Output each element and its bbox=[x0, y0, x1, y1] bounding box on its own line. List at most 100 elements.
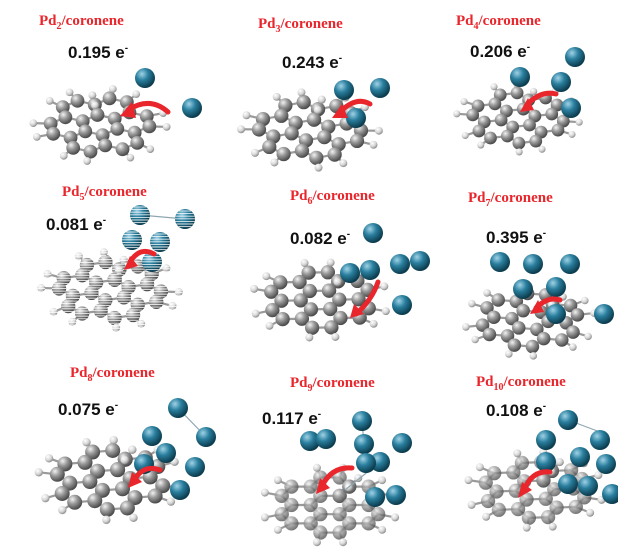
palladium-atom bbox=[410, 251, 430, 271]
carbon-atom bbox=[564, 463, 579, 478]
charge-label: 0.117 e- bbox=[262, 409, 321, 428]
carbon-atom bbox=[58, 110, 73, 125]
carbon-atom bbox=[494, 113, 508, 127]
charge-label: 0.082 e- bbox=[290, 229, 350, 248]
carbon-atom bbox=[568, 499, 583, 514]
hydrogen-atom bbox=[482, 512, 491, 521]
hydrogen-atom bbox=[45, 96, 54, 105]
carbon-atom bbox=[549, 500, 564, 515]
carbon-atom bbox=[313, 507, 328, 522]
carbon-atom bbox=[510, 501, 526, 517]
carbon-atom bbox=[54, 485, 70, 501]
carbon-atom bbox=[516, 303, 530, 318]
hydrogen-atom bbox=[32, 133, 41, 141]
carbon-atom bbox=[551, 123, 565, 137]
hydrogen-atom bbox=[34, 468, 44, 477]
charge-transfer-arrow bbox=[124, 248, 157, 270]
panel-pd10: Pd10/coronene 0.108 e- bbox=[464, 374, 618, 532]
carbon-atom bbox=[361, 516, 376, 531]
hydrogen-atom bbox=[260, 488, 269, 497]
arrow-head bbox=[530, 300, 544, 314]
palladium-atom bbox=[513, 279, 533, 299]
carbon-atom bbox=[536, 331, 551, 346]
hydrogen-atom bbox=[331, 332, 340, 341]
pd-cluster bbox=[135, 68, 202, 118]
hydrogen-atom bbox=[586, 508, 595, 517]
palladium-atom bbox=[340, 263, 360, 283]
hydrogen-atom bbox=[102, 515, 111, 525]
palladium-atom bbox=[346, 108, 366, 128]
pd-cluster bbox=[334, 78, 390, 128]
panel-pd9: Pd9/coronene 0.117 e- bbox=[260, 375, 412, 547]
carbon-atom bbox=[488, 97, 502, 111]
palladium-atom bbox=[570, 447, 590, 467]
carbon-atom bbox=[293, 293, 308, 308]
arrow-head bbox=[316, 478, 330, 494]
palladium-atom bbox=[300, 431, 320, 451]
charge-transfer-arrow bbox=[128, 465, 163, 488]
panel-title: Pd10/coronene bbox=[476, 374, 566, 393]
panel-title: Pd3/coronene bbox=[258, 16, 343, 35]
hydrogen-atom bbox=[29, 119, 38, 128]
carbon-atom bbox=[320, 265, 336, 280]
carbon-atom bbox=[342, 516, 357, 531]
carbon-atom bbox=[262, 139, 277, 155]
hydrogen-atom bbox=[273, 476, 282, 485]
carbon-atom bbox=[333, 310, 348, 326]
palladium-atom bbox=[594, 304, 614, 324]
carbon-atom bbox=[82, 474, 98, 490]
carbon-atom bbox=[323, 301, 338, 317]
hydrogen-atom bbox=[305, 333, 314, 342]
hydrogen-atom bbox=[65, 88, 74, 97]
carbon-atom bbox=[332, 488, 347, 503]
hydrogen-atom bbox=[237, 125, 246, 134]
carbon-atom bbox=[87, 493, 103, 509]
hydrogen-atom bbox=[312, 463, 321, 472]
carbon-atom bbox=[491, 502, 506, 517]
palladium-atom bbox=[363, 223, 383, 243]
hydrogen-atom bbox=[58, 505, 67, 515]
carbon-atom bbox=[114, 481, 130, 497]
hydrogen-atom bbox=[477, 141, 485, 149]
carbon-atom bbox=[264, 284, 279, 299]
panel-title: Pd4/coronene bbox=[456, 13, 541, 32]
hydrogen-atom bbox=[297, 88, 306, 97]
carbon-atom bbox=[480, 493, 496, 509]
hydrogen-atom bbox=[146, 145, 155, 154]
panel-pd2: Pd2/coronene 0.195 e- bbox=[29, 13, 202, 165]
hydrogen-atom bbox=[109, 435, 118, 445]
carbon-atom bbox=[351, 292, 366, 307]
charge-transfer-arrow bbox=[530, 296, 563, 314]
hydrogen-atom bbox=[128, 445, 137, 454]
carbon-atom bbox=[303, 497, 318, 513]
carbon-atom bbox=[480, 301, 494, 315]
palladium-atom bbox=[560, 254, 580, 274]
panel-pd4: Pd4/coronene 0.206 e- bbox=[453, 13, 585, 156]
arrow-head bbox=[332, 104, 348, 118]
hydrogen-atom bbox=[354, 474, 363, 483]
pd-cluster bbox=[510, 47, 585, 118]
palladium-atom bbox=[365, 487, 385, 507]
carbon-atom bbox=[332, 525, 347, 540]
palladium-atom bbox=[558, 410, 578, 430]
carbon-atom bbox=[119, 500, 135, 516]
palladium-atom bbox=[196, 427, 216, 447]
palladium-atom bbox=[142, 426, 162, 446]
carbon-atom bbox=[49, 466, 65, 482]
carbon-atom bbox=[332, 507, 347, 522]
charge-label: 0.395 e- bbox=[486, 228, 546, 247]
hydrogen-atom bbox=[126, 153, 135, 162]
carbon-atom bbox=[99, 502, 115, 518]
carbon-atom bbox=[85, 444, 101, 460]
carbon-atom bbox=[265, 302, 280, 318]
carbon-atom bbox=[66, 140, 81, 155]
arrow-head bbox=[128, 472, 142, 488]
carbon-atom bbox=[538, 491, 553, 506]
carbon-atom bbox=[324, 320, 339, 335]
charge-label: 0.108 e- bbox=[486, 401, 546, 420]
hydrogen-atom bbox=[369, 140, 378, 149]
hydrogen-atom bbox=[108, 85, 117, 93]
hydrogen-atom bbox=[548, 522, 557, 531]
coronene-molecule bbox=[29, 85, 171, 165]
carbon-atom bbox=[475, 318, 490, 332]
